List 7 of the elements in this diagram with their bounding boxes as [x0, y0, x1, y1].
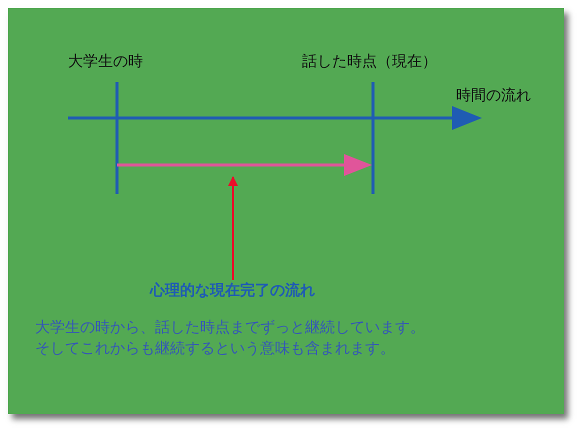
- axis-label: 時間の流れ: [456, 86, 531, 105]
- time-label: 話した時点（現在）: [302, 52, 437, 71]
- description-text: 大学生の時から、話した時点までずっと継続しています。そしてこれからも継続するという意味も含まれます。: [35, 317, 426, 359]
- duration-arrow: [117, 154, 372, 176]
- annotation-text: 心理的な現在完了の流れ: [150, 281, 315, 300]
- time-label: 大学生の時: [68, 52, 143, 71]
- leader-arrow: [228, 176, 238, 280]
